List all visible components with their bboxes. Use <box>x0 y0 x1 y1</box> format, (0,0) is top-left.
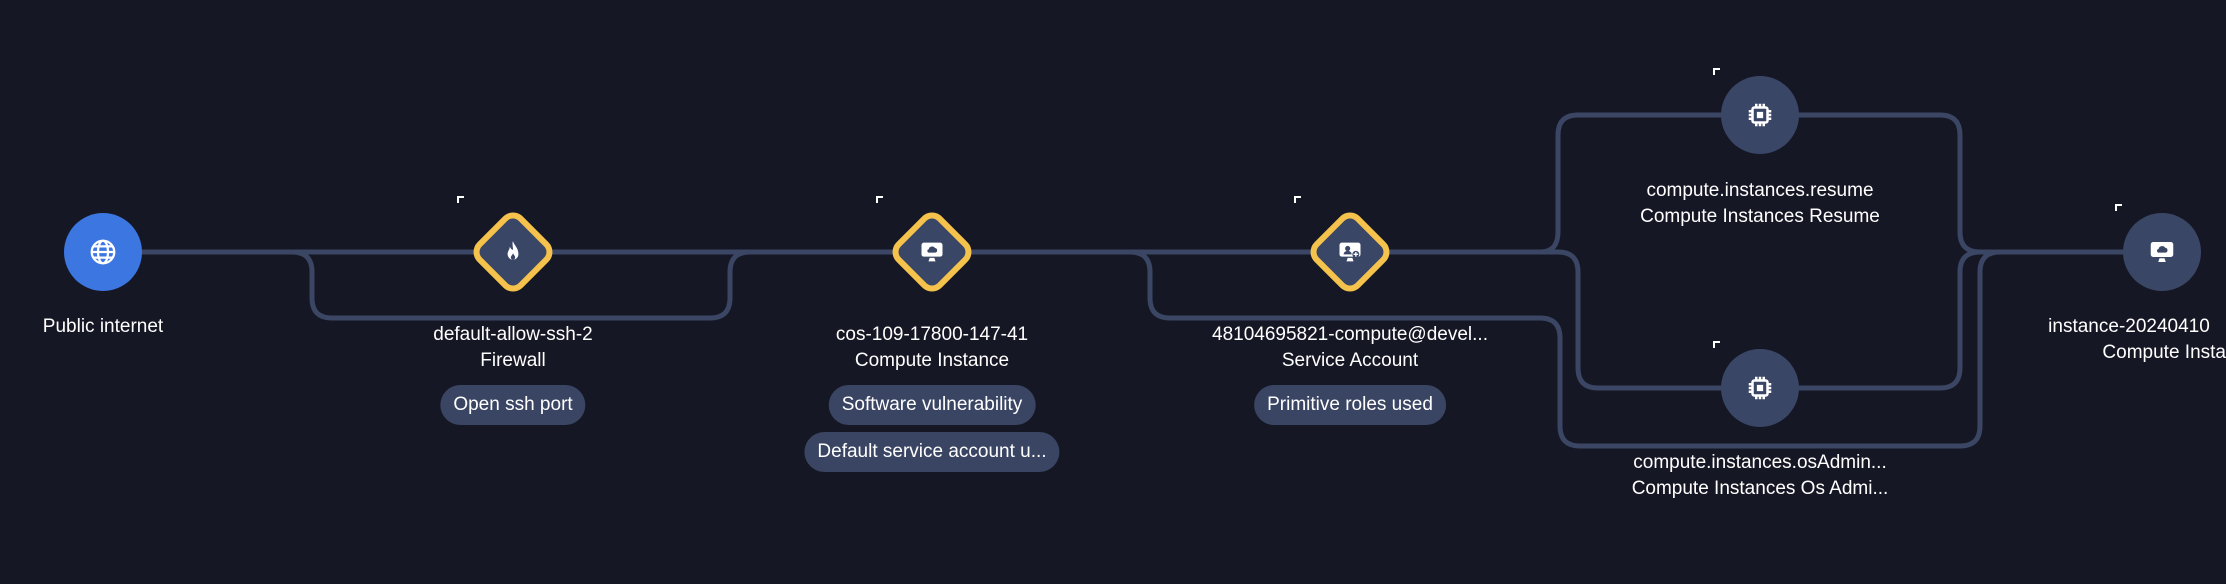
chip-icon <box>1748 103 1772 127</box>
chip-icon <box>1748 376 1772 400</box>
expand-focus-icon[interactable] <box>1713 68 1731 86</box>
target-instance-node[interactable] <box>2123 213 2201 291</box>
permission-osadmin-type: Compute Instances Os Admi... <box>1631 478 1889 499</box>
target-instance-title: instance-20240410 <box>2048 316 2210 337</box>
edge-instance-osadmin-long <box>929 249 2165 449</box>
expand-focus-icon[interactable] <box>1713 341 1731 359</box>
service-account-title: 48104695821-compute@devel... <box>1212 324 1488 345</box>
firewall-node[interactable] <box>467 206 559 298</box>
permission-osadmin-node[interactable] <box>1721 349 1799 427</box>
finding-software-vulnerability[interactable]: Software vulnerability <box>828 385 1036 425</box>
expand-focus-icon[interactable] <box>1294 196 1312 214</box>
compute-instance-type: Compute Instance <box>854 350 1010 371</box>
service-account-type: Service Account <box>1281 350 1419 371</box>
compute-instance-node[interactable] <box>886 206 978 298</box>
permission-resume-title: compute.instances.resume <box>1646 180 1874 201</box>
edge-internet-firewall-loop <box>100 249 935 321</box>
firewall-type: Firewall <box>480 350 546 371</box>
edge-osadmin-target <box>1737 249 2165 391</box>
edge-sa-osadmin <box>1347 249 1743 391</box>
expand-focus-icon[interactable] <box>2115 204 2133 222</box>
compute-instance-title: cos-109-17800-147-41 <box>835 324 1029 345</box>
expand-focus-icon[interactable] <box>457 196 475 214</box>
public-internet-node[interactable] <box>64 213 142 291</box>
permission-resume-node[interactable] <box>1721 76 1799 154</box>
finding-default-service-account[interactable]: Default service account u... <box>804 432 1060 472</box>
service-account-node[interactable] <box>1304 206 1396 298</box>
target-instance-type: Compute Insta <box>2102 342 2226 363</box>
graph-edges <box>100 112 2165 449</box>
monitor-cloud-icon <box>921 242 943 262</box>
flame-icon <box>507 241 519 260</box>
service-account-icon <box>1339 242 1361 262</box>
monitor-cloud-icon <box>2150 242 2174 262</box>
finding-primitive-roles-used[interactable]: Primitive roles used <box>1254 385 1446 425</box>
finding-open-ssh-port[interactable]: Open ssh port <box>440 385 586 425</box>
expand-focus-icon[interactable] <box>876 196 894 214</box>
permission-resume-type: Compute Instances Resume <box>1640 206 1880 227</box>
public-internet-title: Public internet <box>42 316 164 337</box>
permission-osadmin-title: compute.instances.osAdmin... <box>1633 452 1887 473</box>
globe-icon <box>90 239 116 265</box>
firewall-title: default-allow-ssh-2 <box>433 324 593 345</box>
